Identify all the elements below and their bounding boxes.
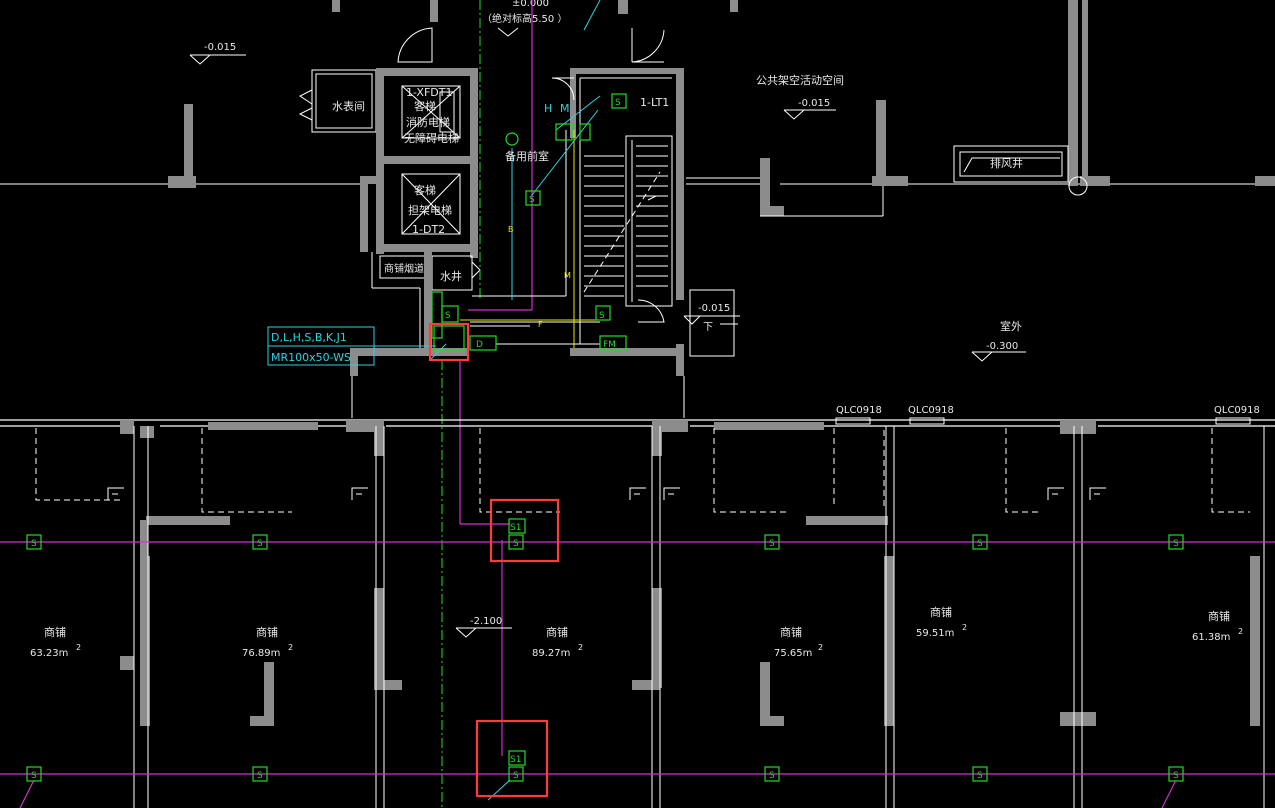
shop-1-area: 63.23m xyxy=(30,648,68,659)
shop-3-area: 89.27m xyxy=(532,648,570,659)
sensor-label: S xyxy=(257,771,263,781)
elevator-1-accessible: 无障碍电梯 xyxy=(404,131,459,145)
public-space-label: 公共架空活动空间 xyxy=(756,73,844,87)
shop-1-sup: 2 xyxy=(76,643,81,652)
level-label-outdoor: -0.300 xyxy=(986,341,1018,352)
sensor-box xyxy=(252,534,268,550)
level-note-top-center: （绝对标高5.50 ） xyxy=(482,12,567,25)
sensor-label: S xyxy=(31,539,37,549)
highlight-box-shaft xyxy=(428,322,470,362)
shop-5-sup: 2 xyxy=(962,623,967,632)
fm-label: FM xyxy=(603,340,616,350)
highlight-box-upper xyxy=(489,498,560,563)
riser-b-label: B xyxy=(508,225,514,234)
shop-4-area: 75.65m xyxy=(774,648,812,659)
sensor-label: S xyxy=(31,771,37,781)
sensor-box xyxy=(972,766,988,782)
sensor-label: S xyxy=(1173,539,1179,549)
sensor-box xyxy=(764,534,780,550)
sensor-label: S xyxy=(513,771,519,781)
windows: QLC0918 QLC0918 QLC0918 xyxy=(835,405,1260,425)
cable-tag-line-2: MR100x50-WS xyxy=(271,351,351,364)
window-label-1: QLC0918 xyxy=(836,405,882,416)
level-mark-shops: -2.100 xyxy=(455,616,512,638)
shop-4-name: 商铺 xyxy=(780,625,802,639)
sensor-box xyxy=(972,534,988,550)
sensor-label: S xyxy=(769,539,775,549)
level-label-stair-exit: -0.015 xyxy=(698,303,730,314)
shop-2-area: 76.89m xyxy=(242,648,280,659)
s1-device-lower: S1 xyxy=(508,750,526,766)
sensor-box xyxy=(252,766,268,782)
sensor-label: S xyxy=(257,539,263,549)
shop-1-name: 商铺 xyxy=(44,625,66,639)
stair-treads xyxy=(584,145,668,297)
s1-lower-label: S1 xyxy=(510,755,521,765)
shop-2-sup: 2 xyxy=(288,643,293,652)
stair-devices: H M S F FM D M B xyxy=(469,102,627,351)
sensor-box xyxy=(508,766,524,782)
fire-elevator-labels: 1-XFDT1 客梯 消防电梯 无障碍电梯 xyxy=(404,86,459,145)
window-label-3: QLC0918 xyxy=(1214,405,1260,416)
sensor-box xyxy=(26,534,42,550)
reserve-room-label: 备用前室 xyxy=(505,149,549,163)
sensor-label: S xyxy=(977,771,983,781)
device-m-label: M xyxy=(560,102,570,115)
elevator-1-fire: 消防电梯 xyxy=(406,115,450,129)
stair-id: 1-LT1 xyxy=(640,96,669,109)
elevator-2-stretcher: 担架电梯 xyxy=(408,203,452,217)
level-label-shops: -2.100 xyxy=(470,616,502,627)
sensor-label: S xyxy=(977,539,983,549)
elevator-1-type: 客梯 xyxy=(414,99,436,113)
shop-6-area: 61.38m xyxy=(1192,632,1230,643)
shop-3-sup: 2 xyxy=(578,643,583,652)
sensor-label: S xyxy=(1173,771,1179,781)
sensor-label: S xyxy=(513,539,519,549)
room-water-shaft: 水井 xyxy=(440,269,462,283)
d-box-label: D xyxy=(476,340,483,350)
exhaust-shaft-label: 排风井 xyxy=(990,156,1023,170)
device-h-label: H xyxy=(544,102,552,115)
elevator-2-id: 1-DT2 xyxy=(412,223,445,236)
passenger-elevator-labels: 客梯 担架电梯 1-DT2 xyxy=(408,183,452,236)
elevator-1-id: 1-XFDT1 xyxy=(406,86,452,99)
s1-upper-label: S1 xyxy=(510,523,521,533)
shop-6-sup: 2 xyxy=(1238,627,1243,636)
sensor-box xyxy=(1168,534,1184,550)
elevator-2-type: 客梯 xyxy=(414,183,436,197)
shop-3-name: 商铺 xyxy=(546,625,568,639)
stair-sensor-label: S xyxy=(599,311,605,321)
cable-tag: D,L,H,S,B,K,J1 MR100x50-WS xyxy=(267,326,436,366)
cable-tag-line-1: D,L,H,S,B,K,J1 xyxy=(271,331,347,344)
fixture-symbols xyxy=(107,487,1106,500)
level-label-top-center: ±0.000 xyxy=(512,0,549,9)
stair-down-label: 下 xyxy=(703,322,713,333)
shop-4-sup: 2 xyxy=(818,643,823,652)
window-label-2: QLC0918 xyxy=(908,405,954,416)
shop-5-area: 59.51m xyxy=(916,628,954,639)
shop-6-name: 商铺 xyxy=(1208,609,1230,623)
s1-device-upper: S1 xyxy=(508,518,526,534)
room-smoke-shaft: 商铺烟道 xyxy=(384,262,424,275)
riser-m-label: M xyxy=(564,271,571,280)
level-label-top-left: -0.015 xyxy=(204,42,236,53)
sensor-box xyxy=(508,534,524,550)
shop-5-name: 商铺 xyxy=(930,605,952,619)
sensor-label: S xyxy=(769,771,775,781)
shaft-sensor-label: S xyxy=(445,311,451,321)
sensor-box xyxy=(764,766,780,782)
shop-labels: 商铺 63.23m 2 商铺 76.89m 2 商铺 89.27m 2 商铺 7… xyxy=(30,605,1243,659)
room-meter: 水表间 xyxy=(332,99,365,113)
level-label-right-upper: -0.015 xyxy=(798,98,830,109)
outdoor-label: 室外 xyxy=(1000,319,1022,333)
highlight-box-lower xyxy=(475,719,549,798)
reserve-sensor-label: S xyxy=(529,195,535,205)
shop-2-name: 商铺 xyxy=(256,625,278,639)
level-mark-top-left: -0.015 xyxy=(189,42,246,65)
stair-marker-s: S xyxy=(615,98,621,108)
cable-f-label: F xyxy=(538,320,543,329)
